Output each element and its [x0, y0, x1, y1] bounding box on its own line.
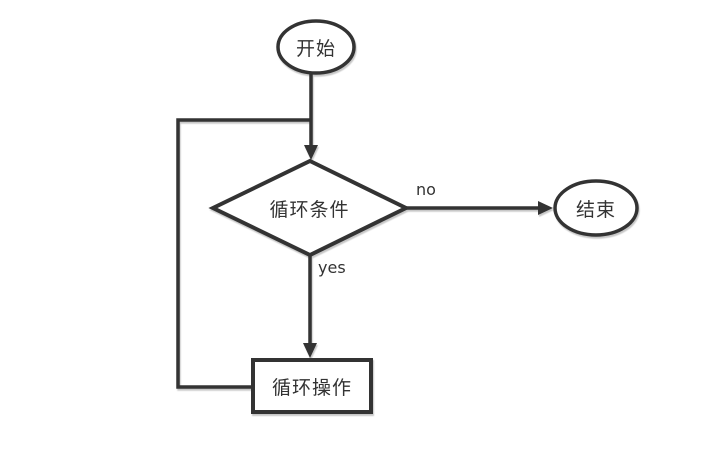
loopback-edge	[176, 118, 311, 389]
start-node-shape	[276, 19, 356, 75]
arrowhead-into-operation-icon	[303, 343, 317, 358]
condition-node-shape	[208, 158, 411, 258]
arrowhead-into-condition-icon	[304, 145, 318, 160]
end-node-shape	[553, 179, 639, 237]
arrowhead-into-end-icon	[538, 201, 553, 215]
operation-node-shape	[251, 358, 373, 414]
